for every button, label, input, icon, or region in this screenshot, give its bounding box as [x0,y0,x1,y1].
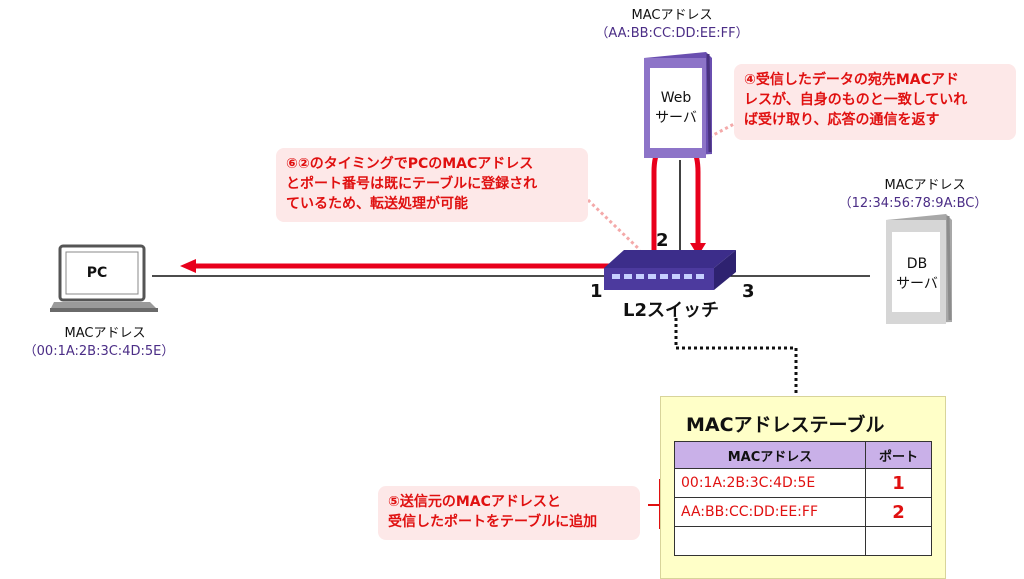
table-connector [674,318,798,396]
callout-step6: ⑥②のタイミングでPCのMACアドレス とポート番号は既にテーブルに登録され て… [276,148,588,222]
switch-label: L2スイッチ [623,300,719,321]
callout-step5-line2: 受信したポートをテーブルに追加 [388,514,598,530]
web-server-label-line1: Web [660,90,692,106]
l2-switch-icon [604,250,736,290]
web-server-label-line2: サーバ [655,110,697,126]
db-server-label-line1: DB [906,256,928,272]
callout-step6-line2: とポート番号は既にテーブルに登録され [286,176,538,192]
mac-table-title: MACアドレステーブル [686,414,885,436]
callout-step6-line3: ているため、転送処理が可能 [286,196,468,212]
callout-step4: ④受信したデータの宛先MACアド レスが、自身のものと一致していれ ば受け取り、… [734,64,1016,140]
mac-table-header-port: ポート [865,441,932,469]
web-server-label: Web サーバ [650,88,702,128]
pc-laptop-icon [50,244,158,312]
uturn-arrowhead [690,243,706,256]
db-server-mac-label: MACアドレス [884,178,966,193]
db-server-label-line2: サーバ [896,276,938,292]
db-server-icon [886,214,952,324]
mac-table-cell-port: 2 [865,497,932,527]
mac-address-table: MACアドレス ポート 00:1A:2B:3C:4D:5E 1 AA:BB:CC… [674,441,932,556]
mac-table-cell-mac [674,526,866,556]
callout-step4-line3: ば受け取り、応答の通信を返す [744,112,940,128]
callout-step4-line1: ④受信したデータの宛先MACアド [744,72,959,88]
mac-table-header-row: MACアドレス ポート [674,441,932,469]
callout-step6-line1: ⑥②のタイミングでPCのMACアドレス [286,156,534,172]
switch-port-1: 1 [590,281,603,302]
web-server-mac-label: MACアドレス [631,8,713,23]
table-row [674,526,932,556]
web-server-icon [644,52,712,158]
switch-port-2: 2 [656,230,669,251]
web-server-mac-address: （AA:BB:CC:DD:EE:FF） [595,26,749,41]
mac-table-header-mac: MACアドレス [674,441,866,469]
callout-step5: ⑤送信元のMACアドレスと 受信したポートをテーブルに追加 [378,486,640,540]
callout-step5-line1: ⑤送信元のMACアドレスと [388,494,561,510]
callout-step4-line2: レスが、自身のものと一致していれ [744,92,968,108]
mac-table-cell-mac: AA:BB:CC:DD:EE:FF [674,497,866,527]
db-server-mac-address: （12:34:56:78:9A:BC） [838,196,988,211]
mac-table-cell-port: 1 [865,468,932,498]
pc-mac-address: （00:1A:2B:3C:4D:5E） [23,344,175,359]
table-row: AA:BB:CC:DD:EE:FF 2 [674,497,932,527]
pc-mac-label: MACアドレス [64,326,146,341]
mac-table-cell-mac: 00:1A:2B:3C:4D:5E [674,468,866,498]
switch-port-3: 3 [742,281,755,302]
db-server-label: DB サーバ [892,254,942,294]
pc-screen-label: PC [86,265,108,281]
callout6-pointer [586,198,642,252]
table-row: 00:1A:2B:3C:4D:5E 1 [674,468,932,498]
mac-table-cell-port [865,526,932,556]
response-arrowhead [180,259,196,273]
